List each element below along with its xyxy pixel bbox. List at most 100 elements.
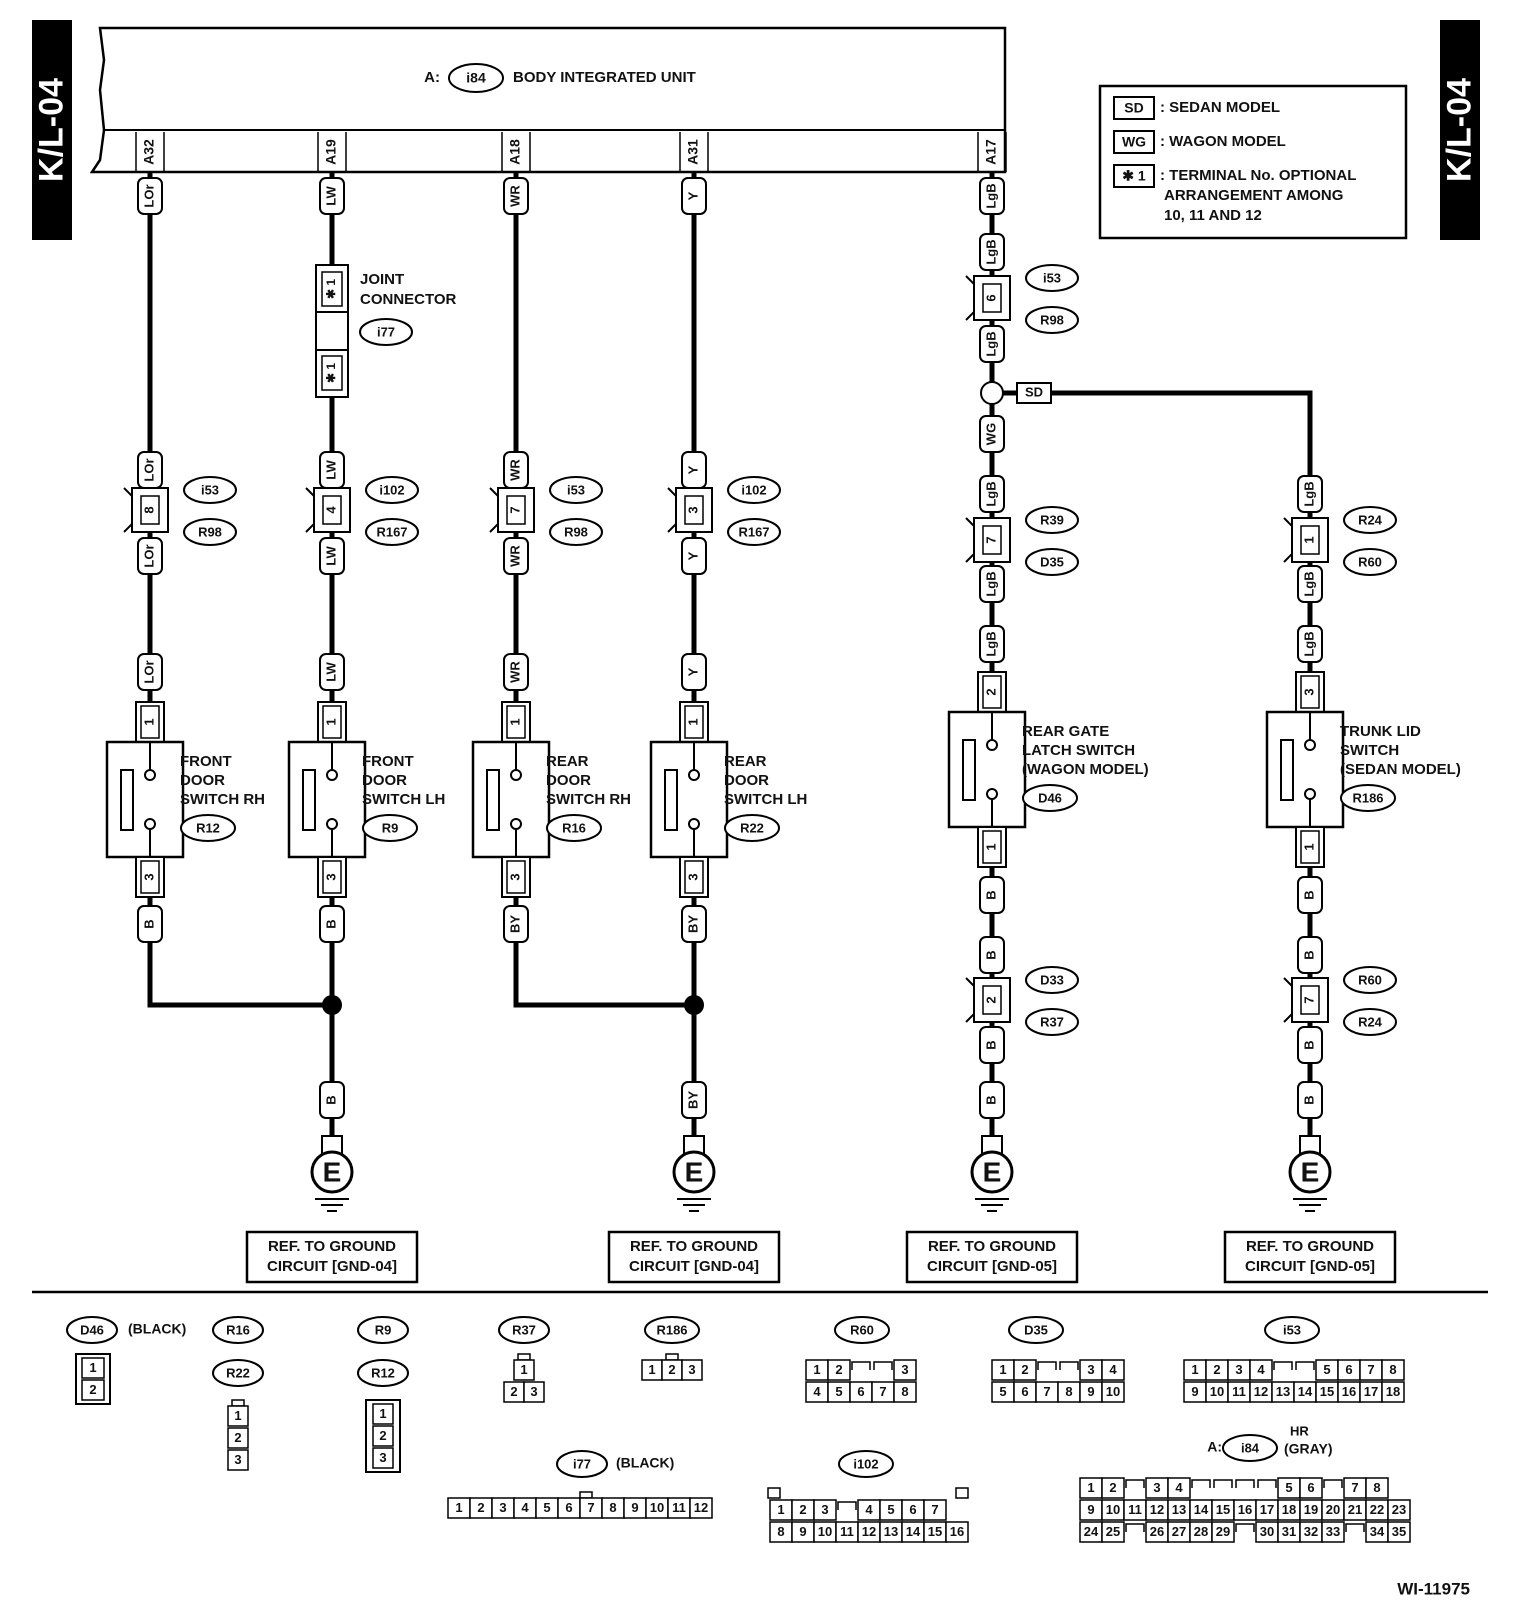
rear-door-switch-rh-label-1: REAR xyxy=(546,753,589,770)
view-i84-cell xyxy=(1365,1477,1389,1499)
view-i84-cell xyxy=(1167,1477,1191,1499)
inline-connector-1-bottom-id xyxy=(183,518,237,546)
front-door-switch-rh-slot xyxy=(120,769,134,831)
view-i53-cell-text: 3 xyxy=(1235,1362,1242,1377)
view-i84-cell-text: 9 xyxy=(1087,1502,1094,1517)
view-i84-cell-text: 6 xyxy=(1307,1480,1314,1495)
front-door-switch-lh-contact xyxy=(326,769,338,781)
joint-connector-name: CONNECTOR xyxy=(360,291,457,308)
inline-connector-3-bottom-id xyxy=(549,518,603,546)
view-i102-cell-text: 12 xyxy=(862,1524,876,1539)
wire-tag-b xyxy=(979,1081,1005,1119)
inline-connector-2-pin: 4 xyxy=(323,506,338,514)
wire-tag-b xyxy=(1297,1081,1323,1119)
view-r16-cell xyxy=(227,1427,249,1449)
view-i102-key xyxy=(837,1501,857,1510)
wire-tag-wr-text: WR xyxy=(507,185,522,207)
view-r9-cell-text: 1 xyxy=(379,1406,386,1421)
ground-1-letter: E xyxy=(323,1156,342,1187)
rear-door-switch-lh-body xyxy=(649,740,729,859)
wire-tag-b-text: B xyxy=(983,1095,998,1104)
view-i102-cell xyxy=(813,1499,837,1521)
view-i84-key xyxy=(1125,1479,1145,1488)
wire-tag-y xyxy=(681,451,707,489)
front-door-switch-lh-label-3: SWITCH LH xyxy=(362,791,445,808)
wire-tag-lor xyxy=(137,177,163,215)
rear-door-switch-lh-pin-bottom-inner xyxy=(684,860,704,894)
view-d35-cell-text: 3 xyxy=(1087,1362,1094,1377)
rear-door-switch-rh-label-2: DOOR xyxy=(546,772,591,789)
view-r186-cell-text: 1 xyxy=(648,1362,655,1377)
view-i84-cell-text: 17 xyxy=(1260,1502,1274,1517)
wire-tag-lor-text: LOr xyxy=(141,544,156,567)
ground-ref-3 xyxy=(905,1230,1079,1284)
inline-connector-1-bottom-id-text: R98 xyxy=(198,524,222,539)
view-i102-cell-text: 9 xyxy=(799,1524,806,1539)
rear-gate-latch-switch-contact xyxy=(986,788,998,800)
view-i102-cell-text: 3 xyxy=(821,1502,828,1517)
view-r37-id-text: R37 xyxy=(512,1322,536,1337)
inline-connector-5a-top-id xyxy=(1025,264,1079,292)
front-door-switch-lh-slot xyxy=(302,769,316,831)
wire-tag-y-text: Y xyxy=(685,551,700,560)
front-door-switch-rh-body xyxy=(105,740,185,859)
wire-tag-lor xyxy=(137,537,163,575)
view-d46-cell-text: 2 xyxy=(89,1382,96,1397)
wire-tag-lw-text: LW xyxy=(323,546,338,566)
view-r16-id-text: R16 xyxy=(226,1322,250,1337)
ground-4-letter: E xyxy=(1301,1156,1320,1187)
view-i102-cell-text: 1 xyxy=(777,1502,784,1517)
rear-gate-latch-switch-pin-bottom-text: 1 xyxy=(983,843,998,850)
view-i84-key xyxy=(1213,1479,1233,1488)
wire-tag-lgb-text: LgB xyxy=(983,571,998,596)
rear-door-switch-lh-id-text: R22 xyxy=(740,820,764,835)
view-i53-cell-text: 15 xyxy=(1320,1384,1334,1399)
unit-pin-A17: A17 xyxy=(983,139,999,165)
wire-tag-lgb xyxy=(1297,565,1323,603)
inline-connector-2-top-id-text: i102 xyxy=(379,482,404,497)
inline-connector-5c-bottom-id-text: R37 xyxy=(1040,1014,1064,1029)
wire-tag-by-text: BY xyxy=(507,915,522,933)
rear-gate-latch-switch-pin-bottom-inner xyxy=(982,830,1002,864)
inline-connector-4-inner xyxy=(684,495,704,525)
view-i77-cell-text: 2 xyxy=(477,1500,484,1515)
rear-gate-latch-switch-id xyxy=(1022,784,1078,812)
rear-door-switch-lh-slot xyxy=(664,769,678,831)
rear-door-switch-rh-pin-top-text: 1 xyxy=(507,718,522,725)
view-i84-cell-text: 19 xyxy=(1304,1502,1318,1517)
view-i102-key xyxy=(767,1487,781,1499)
view-i84-cell-text: 35 xyxy=(1392,1524,1406,1539)
view-i84-cell-text: 20 xyxy=(1326,1502,1340,1517)
inline-connector-5c-inner xyxy=(982,985,1002,1015)
view-i102-cell-text: 13 xyxy=(884,1524,898,1539)
view-i53-cell-text: 7 xyxy=(1367,1362,1374,1377)
rear-door-switch-lh-label-3: SWITCH LH xyxy=(724,791,807,808)
rear-gate-latch-switch-slot xyxy=(962,739,976,801)
view-i102-id-text: i102 xyxy=(853,1456,878,1471)
view-i84-cell xyxy=(1101,1477,1125,1499)
rear-gate-latch-switch-label-3: (WAGON MODEL) xyxy=(1022,761,1149,778)
rear-door-switch-lh-pin-bottom-text: 3 xyxy=(685,873,700,880)
front-door-switch-lh-pin-top-inner xyxy=(322,705,342,739)
view-r60-id xyxy=(834,1316,890,1344)
front-door-switch-lh-pin-bottom-text: 3 xyxy=(323,873,338,880)
view-r9-cell xyxy=(372,1425,394,1447)
view-r60-key xyxy=(873,1361,893,1370)
wire-tag-wg xyxy=(979,415,1005,453)
trunk-lid-switch-contact xyxy=(1304,788,1316,800)
view-i84-cell-text: 33 xyxy=(1326,1524,1340,1539)
wire-tag-lw xyxy=(319,177,345,215)
wire-tag-b xyxy=(319,905,345,943)
view-i102-cell-text: 10 xyxy=(818,1524,832,1539)
joint-connector-id xyxy=(359,318,413,346)
wire-tag-lw xyxy=(319,451,345,489)
view-i84-cell-text: 2 xyxy=(1109,1480,1116,1495)
view-i84-cell-text: 13 xyxy=(1172,1502,1186,1517)
view-i84-cell-text: 26 xyxy=(1150,1524,1164,1539)
view-i53-id-text: i53 xyxy=(1283,1322,1301,1337)
view-r186-key xyxy=(665,1353,679,1361)
view-i84-cell-text: 30 xyxy=(1260,1524,1274,1539)
wire-tag-b xyxy=(1297,936,1323,974)
ground-ref-1 xyxy=(245,1230,419,1284)
view-r12-id-text: R12 xyxy=(371,1365,395,1380)
